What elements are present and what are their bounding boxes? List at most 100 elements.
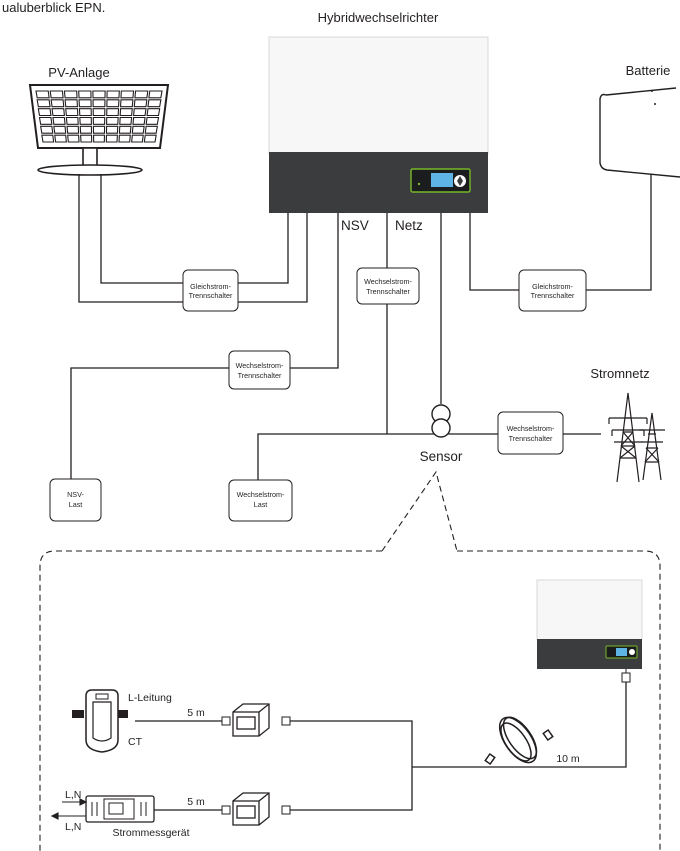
transmission-tower-icon (608, 392, 665, 483)
cable-main-length: 10 m (556, 753, 580, 765)
solar-cell (41, 134, 55, 143)
solar-cell (37, 108, 52, 117)
netz-label: Netz (395, 218, 423, 233)
cable-ct-length: 5 m (187, 707, 205, 719)
battery-label: Batterie (626, 63, 671, 78)
solar-cell (105, 125, 119, 134)
battery-icon (599, 87, 680, 178)
svg-text:Last: Last (69, 500, 83, 509)
solar-cell (67, 134, 80, 143)
solar-cell (80, 134, 93, 143)
svg-text:Trennschalter: Trennschalter (509, 434, 553, 443)
dc-switch-pv: Gleichstrom- Trennschalter (182, 269, 239, 312)
solar-cell (92, 134, 106, 143)
solar-cell (133, 99, 148, 108)
nsv-load: NSV- Last (49, 478, 102, 522)
solar-cell (120, 90, 135, 99)
svg-text:Trennschalter: Trennschalter (189, 291, 233, 300)
hybrid-inverter (268, 36, 489, 213)
solar-cell (118, 125, 132, 134)
solar-cell (92, 108, 106, 117)
dc-switch-battery: Gleichstrom- Trennschalter (518, 269, 587, 312)
inverter-port-icon (621, 669, 631, 683)
solar-cell (145, 116, 160, 125)
solar-cell (78, 108, 92, 117)
detail-wiring (135, 682, 627, 811)
l-leitung-label: L-Leitung (128, 692, 172, 704)
inverter-label: Hybridwechselrichter (318, 10, 439, 25)
nsv-label: NSV (341, 218, 369, 233)
solar-cell (40, 125, 54, 134)
small-inverter (536, 579, 643, 669)
ac-load: Wechselstrom- Last (228, 479, 293, 522)
solar-cell (50, 99, 65, 108)
current-transformer-icon (431, 404, 451, 438)
solar-cell (143, 134, 157, 143)
meter-label: Strommessgerät (112, 827, 189, 839)
solar-cell (147, 99, 162, 108)
ln-bottom-label: L,N (65, 821, 81, 833)
svg-text:Wechselstrom-: Wechselstrom- (236, 361, 284, 370)
solar-cell (106, 90, 120, 99)
solar-cell (92, 125, 106, 134)
solar-cell (54, 134, 67, 143)
svg-text:Trennschalter: Trennschalter (238, 371, 282, 380)
solar-cell (133, 108, 147, 117)
solar-cell (79, 125, 93, 134)
svg-text:Wechselstrom-: Wechselstrom- (507, 424, 555, 433)
solar-cell (146, 108, 161, 117)
svg-text:Gleichstrom-: Gleichstrom- (532, 282, 573, 291)
svg-text:Trennschalter: Trennschalter (531, 291, 575, 300)
solar-cell (106, 108, 120, 117)
ct-clamp-icon (72, 689, 128, 753)
solar-cell (65, 108, 79, 117)
solar-cell (78, 99, 92, 108)
rj45-coupler-icon (232, 792, 270, 826)
pv-label: PV-Anlage (48, 65, 109, 80)
solar-cell (131, 125, 145, 134)
svg-text:Last: Last (254, 500, 268, 509)
sensor-label: Sensor (420, 449, 463, 464)
solar-cell (66, 125, 80, 134)
solar-cell (63, 90, 78, 99)
svg-text:Wechselstrom-: Wechselstrom- (237, 490, 285, 499)
inverter-display-icon (410, 168, 471, 193)
solar-cell (79, 116, 92, 125)
solar-cell (118, 134, 131, 143)
wiring (70, 174, 652, 480)
solar-cell (119, 116, 133, 125)
ct-label: CT (128, 736, 143, 748)
solar-cell (134, 90, 149, 99)
solar-cell (119, 108, 133, 117)
solar-cell (36, 99, 51, 108)
solar-cell (38, 116, 53, 125)
rj45-coupler-icon (232, 703, 270, 737)
solar-cell (144, 125, 158, 134)
ln-top-label: L,N (65, 789, 81, 801)
solar-panel-icon (28, 84, 170, 176)
solar-cell (52, 116, 66, 125)
plug-icon (221, 716, 291, 815)
solar-cell (49, 90, 64, 99)
solar-cell (78, 90, 92, 99)
svg-text:NSV-: NSV- (67, 490, 84, 499)
header-fragment: ualuberblick EPN. (2, 0, 105, 15)
solar-cell (92, 90, 106, 99)
grid-label: Stromnetz (590, 366, 649, 381)
solar-cell (92, 116, 106, 125)
svg-text:Gleichstrom-: Gleichstrom- (190, 282, 231, 291)
solar-cell (131, 134, 144, 143)
ac-switch-nsv: Wechselstrom- Trennschalter (228, 350, 291, 390)
network-cable-icon (484, 716, 554, 766)
svg-text:Wechselstrom-: Wechselstrom- (364, 277, 412, 286)
solar-cell (106, 116, 119, 125)
solar-cell (119, 99, 134, 108)
cable-meter-length: 5 m (187, 796, 205, 808)
detail-callout (39, 470, 661, 851)
solar-cell (65, 116, 79, 125)
ln-arrows (50, 798, 88, 820)
solar-cell (148, 90, 163, 99)
small-display-icon (605, 645, 638, 659)
solar-cell (35, 90, 50, 99)
